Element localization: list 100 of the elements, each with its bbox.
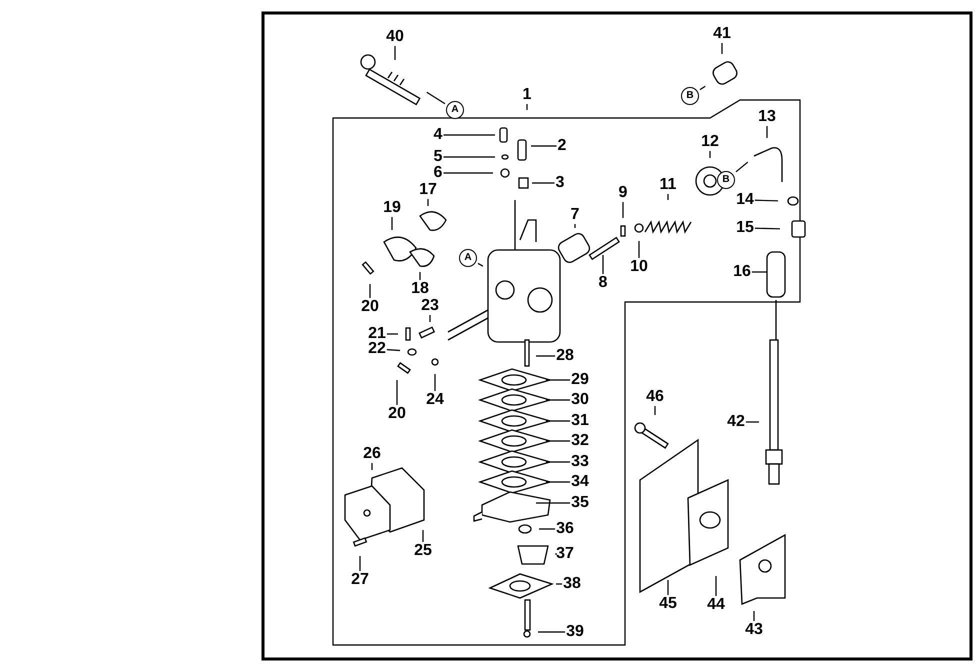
callout-number: 24: [426, 392, 444, 408]
callout-number: 44: [707, 597, 725, 613]
callout-number: 22: [368, 341, 386, 357]
callout-number: 1: [522, 87, 532, 103]
leader-line: [429, 315, 431, 322]
callout-number: 4: [434, 127, 442, 143]
callout-number: 13: [758, 109, 776, 125]
leader-line: [638, 241, 640, 258]
callout-number: 29: [571, 372, 589, 388]
leader-line: [396, 380, 398, 405]
callout-number: 34: [571, 474, 589, 490]
leader-line: [667, 580, 669, 595]
callout-number: 21: [368, 326, 386, 342]
leader-line: [752, 271, 767, 273]
leader-line: [546, 481, 570, 483]
leader-line: [434, 374, 436, 391]
leader-line: [602, 255, 604, 274]
leader-line: [386, 333, 398, 335]
callout-number: 6: [434, 165, 442, 181]
callout-number: 18: [411, 281, 429, 297]
leader-line: [736, 162, 748, 172]
leader-line: [715, 576, 717, 596]
leader-line: [478, 262, 484, 267]
callout-number: 28: [556, 348, 574, 364]
leader-line: [667, 194, 669, 200]
callout-number: 33: [571, 454, 589, 470]
leader-line: [555, 553, 557, 555]
leader-line: [622, 202, 624, 218]
callout-number: 14: [736, 192, 754, 208]
callout-number: 32: [571, 433, 589, 449]
callout-number: 45: [659, 596, 677, 612]
leader-line: [700, 86, 706, 90]
callout-number: 43: [745, 622, 763, 638]
leader-line: [536, 355, 556, 357]
callout-number: 37: [556, 546, 574, 562]
callout-number: 2: [558, 138, 566, 154]
callout-number: 42: [727, 414, 745, 430]
callout-number: 8: [598, 275, 608, 291]
leader-line: [443, 134, 495, 136]
leader-line: [546, 399, 570, 401]
reference-letter-circle: B: [681, 87, 699, 105]
callout-number: 20: [388, 406, 406, 422]
callout-number: 27: [351, 572, 369, 588]
leader-line: [746, 421, 759, 423]
leader-line: [359, 556, 361, 571]
leader-line: [369, 284, 371, 298]
callout-number: 16: [733, 264, 751, 280]
leader-line: [443, 156, 495, 158]
leader-line: [426, 92, 446, 104]
leader-line: [721, 43, 723, 54]
leader-line: [654, 406, 656, 415]
callout-number: 25: [414, 543, 432, 559]
leader-line: [419, 272, 421, 280]
callout-number: 38: [563, 576, 581, 592]
reference-letter-circle: A: [446, 101, 464, 119]
callout-number: 12: [701, 134, 719, 150]
leader-line: [539, 528, 556, 530]
callout-number: 35: [571, 495, 589, 511]
leader-line: [556, 583, 562, 585]
leader-line: [532, 182, 555, 184]
callout-number: 15: [736, 220, 754, 236]
leader-line: [546, 379, 570, 381]
leader-line: [766, 126, 768, 138]
callout-number: 7: [570, 207, 580, 223]
callout-number: 9: [618, 185, 628, 201]
leader-line: [371, 463, 373, 470]
callout-number: 46: [646, 389, 664, 405]
reference-letter-circle: A: [459, 249, 477, 267]
callout-number: 5: [434, 149, 442, 165]
leader-line: [391, 217, 393, 230]
callout-number: 3: [556, 175, 564, 191]
leader-line: [427, 199, 429, 206]
callout-number: 10: [630, 259, 648, 275]
leader-line: [394, 46, 396, 60]
reference-letter-circle: B: [717, 171, 735, 189]
callout-number: 17: [419, 182, 437, 198]
leader-line: [443, 172, 493, 174]
leader-line: [709, 151, 711, 158]
callout-number: 26: [363, 446, 381, 462]
callout-number: 39: [566, 624, 584, 640]
leader-line: [546, 440, 570, 442]
leader-line: [386, 349, 400, 352]
callout-number: 20: [361, 299, 379, 315]
callout-number: 19: [383, 200, 401, 216]
leader-line: [574, 224, 576, 228]
callout-number: 36: [556, 521, 574, 537]
callout-number: 23: [421, 298, 439, 314]
leader-line: [531, 145, 557, 147]
callout-number: 30: [571, 392, 589, 408]
leader-line: [753, 611, 755, 621]
leader-line: [536, 502, 570, 504]
leader-line: [754, 228, 780, 230]
leader-line: [754, 200, 778, 202]
leader-line: [546, 420, 570, 422]
leader-line: [546, 461, 570, 463]
leader-line: [422, 530, 424, 542]
leader-line: [526, 104, 528, 110]
callout-number: 11: [660, 177, 676, 193]
callout-number: 40: [386, 29, 404, 45]
callout-number: 31: [571, 413, 589, 429]
